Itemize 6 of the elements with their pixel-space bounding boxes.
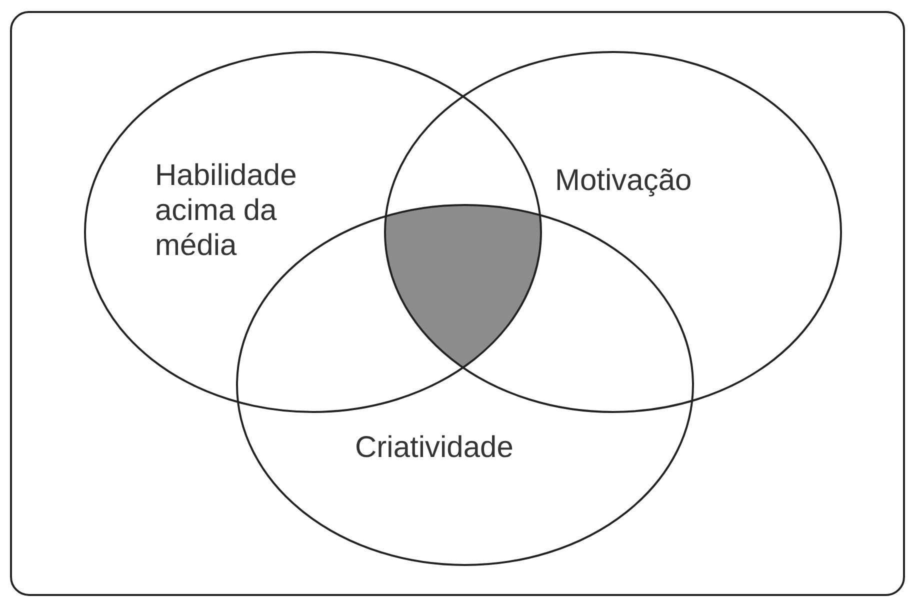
set-label: Motivação: [555, 163, 693, 198]
set-label: Habilidade acima da média: [155, 158, 298, 263]
set-ellipse: [84, 51, 542, 413]
set-label: Criatividade: [355, 430, 514, 465]
set-ellipse: [384, 51, 842, 413]
shaded-intersection: [385, 205, 541, 368]
